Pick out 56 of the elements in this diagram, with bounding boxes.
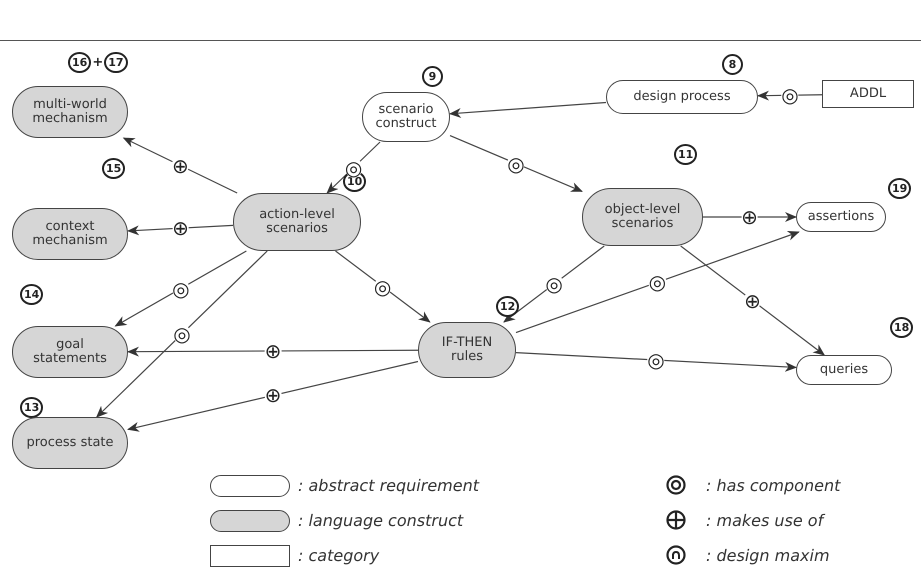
section-number: 12 [496,296,520,317]
legend-label: : design maxim [706,546,830,565]
plus-sign: + [92,55,104,70]
legend-label: : category [298,546,380,565]
arrow [450,135,583,192]
legend-label: : makes use of [706,511,824,530]
language-construct-node [12,417,128,469]
node-label: queries [820,363,868,377]
arrow [680,246,826,356]
node-label: context mechanism [31,220,109,248]
arrow [127,346,418,357]
arrow [114,250,247,327]
arrow [335,250,431,323]
section-number: 13 [20,397,44,418]
requirement-node [362,92,450,142]
section-number: 16 [68,52,92,73]
node-label: design process [633,90,731,104]
node-label: action-level scenarios [258,208,336,236]
language-construct-node [12,208,128,260]
arrow [449,102,606,118]
language-construct-node [12,326,128,378]
legend-label: : language construct [298,511,464,530]
node-label: scenario construct [374,103,438,131]
node-label: process state [26,436,114,450]
requirement-node [606,80,758,114]
section-number: 19 [888,178,912,199]
section-number: 14 [20,284,44,305]
requirement-node [796,202,886,232]
node-label: IF-THEN rules [440,336,494,364]
node-label: assertions [808,210,874,224]
requirement-node [796,355,892,385]
section-number: 17 [104,52,128,73]
node-label: multi-world mechanism [31,98,109,126]
language-construct-node [582,188,703,246]
arrow [122,137,238,194]
section-number: 9 [422,66,443,87]
arrow [127,360,418,432]
arrow [516,230,800,334]
section-number: 18 [890,317,914,338]
arrow [757,90,822,101]
section-number: 11 [674,144,698,165]
arrow [503,246,605,323]
node-label: goal statements [32,338,108,366]
arrow [96,250,268,418]
section-number: 8 [722,54,743,75]
node-label: ADDL [850,87,886,101]
legend-label: : has component [706,476,840,495]
section-number: 15 [102,158,126,179]
node-label: object-level scenarios [604,203,682,231]
language-construct-node [418,322,516,378]
arrow [516,352,797,372]
legend-label: : abstract requirement [298,476,480,495]
relation-symbol: ◎ [173,324,191,344]
category-box [822,80,914,108]
arrow [326,142,380,194]
language-construct-node [12,86,128,138]
